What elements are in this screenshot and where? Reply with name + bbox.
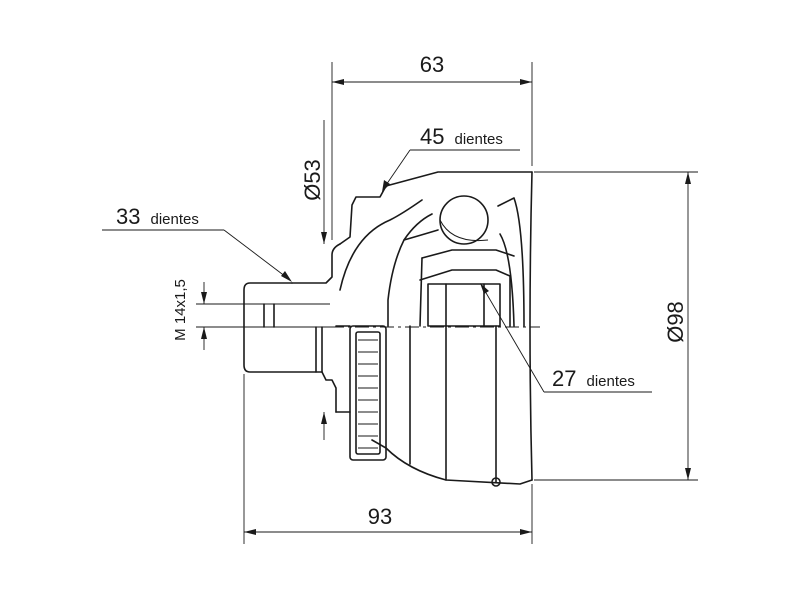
callout-33-teeth: 33 dientes [102, 204, 292, 282]
callout-27-teeth-label: 27 dientes [552, 366, 635, 391]
dimension-diameter-98: Ø98 [534, 171, 698, 481]
callout-45-teeth: 45 dientes [382, 124, 520, 192]
callout-33-teeth-label: 33 dientes [116, 204, 199, 229]
dimension-63-label: 63 [420, 52, 444, 77]
callout-45-teeth-number: 45 [420, 124, 444, 149]
callout-45-teeth-word: dientes [454, 131, 502, 148]
dimension-thread-label: M 14x1,5 [172, 279, 189, 341]
callout-33-teeth-number: 33 [116, 204, 140, 229]
dimension-diameter-98-label: Ø98 [663, 301, 688, 343]
dimension-diameter-53: Ø53 [300, 120, 327, 440]
dimension-93: 93 [243, 374, 533, 544]
housing [339, 171, 533, 487]
abs-tone-ring [335, 325, 387, 461]
dimension-63: 63 [331, 52, 533, 240]
callout-27-teeth-number: 27 [552, 366, 576, 391]
callout-27-teeth: 27 dientes [480, 283, 652, 393]
callout-33-teeth-word: dientes [150, 211, 198, 228]
dimension-93-label: 93 [368, 504, 392, 529]
callout-45-teeth-label: 45 dientes [420, 124, 503, 149]
stub-shaft [243, 243, 341, 413]
callout-27-teeth-word: dientes [586, 373, 634, 390]
dimension-diameter-53-label: Ø53 [300, 159, 325, 201]
dimension-thread: M 14x1,5 [172, 279, 244, 350]
ball [439, 195, 489, 245]
